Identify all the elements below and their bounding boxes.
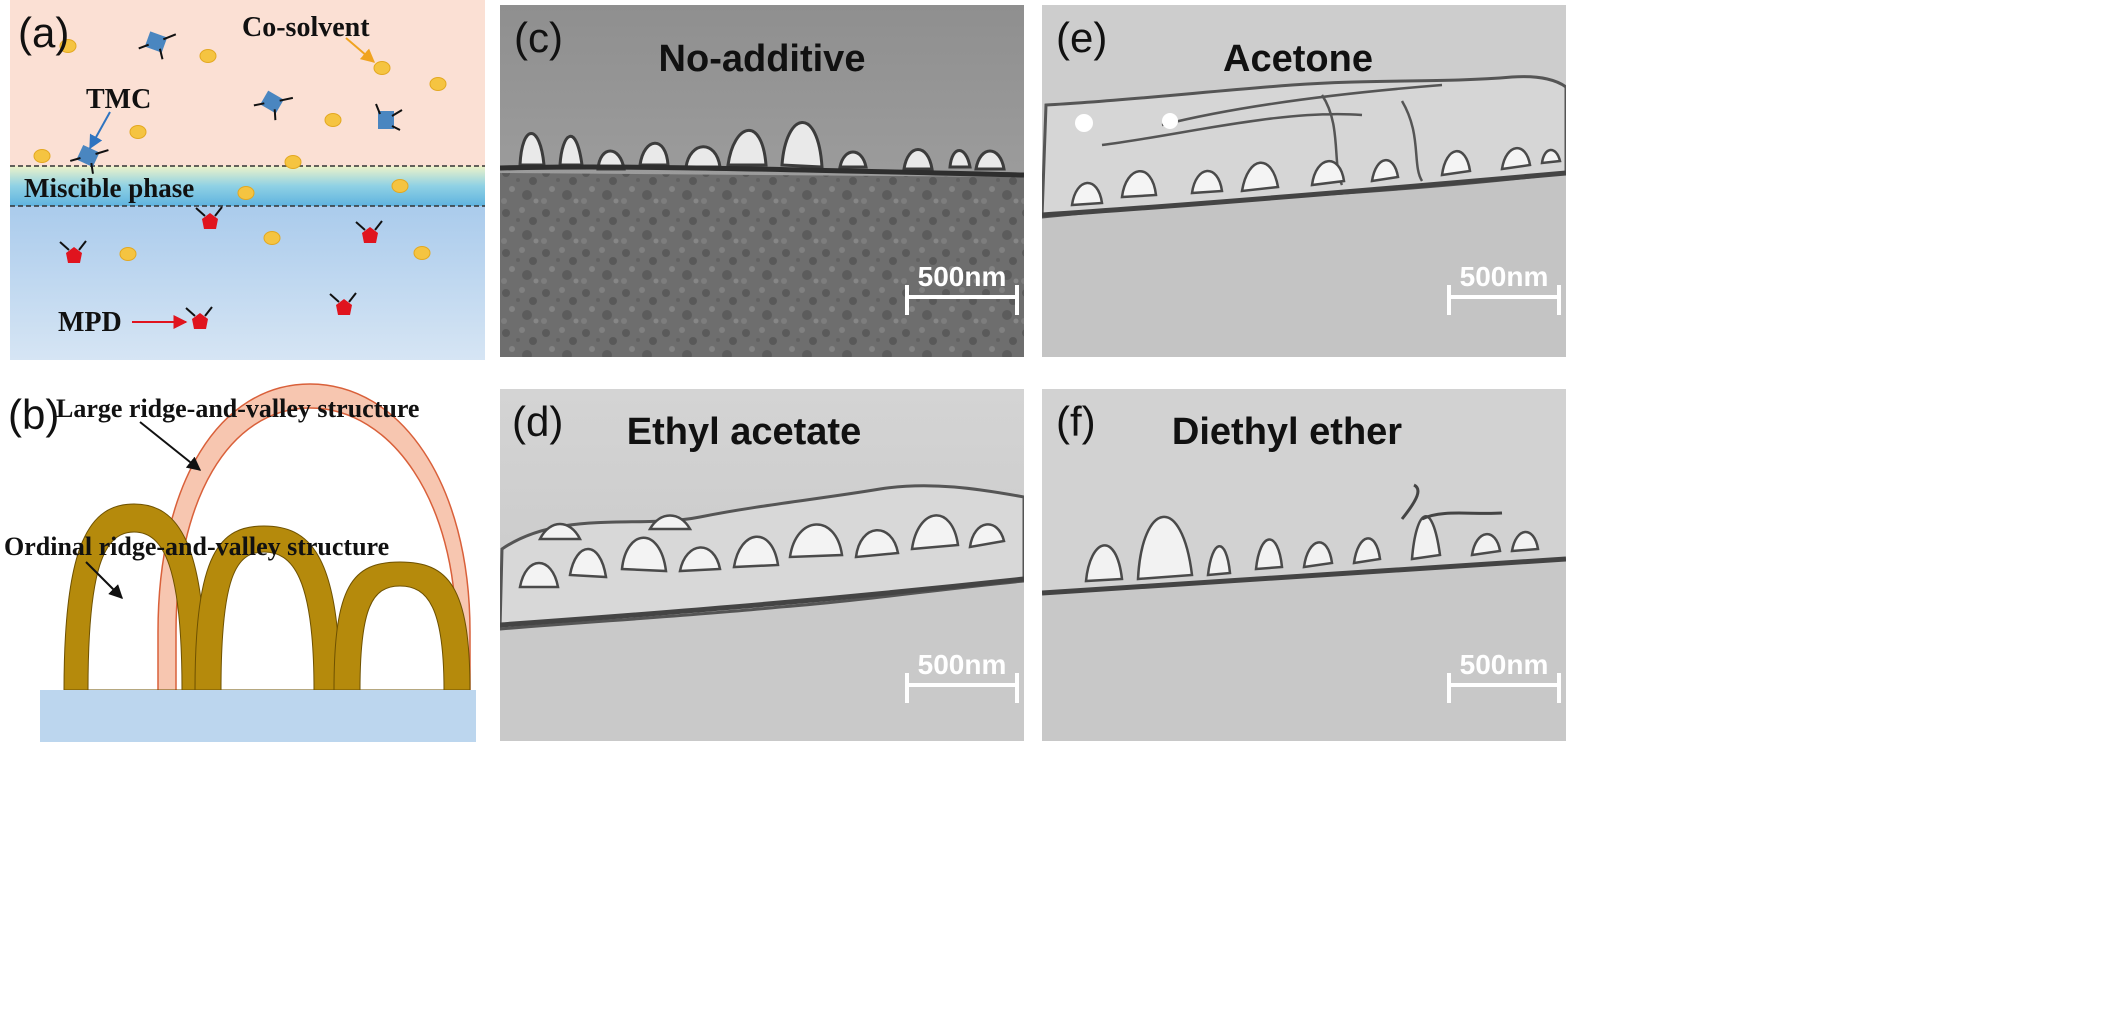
interfacial-polymerization-schematic xyxy=(10,0,485,360)
tmc-arrow xyxy=(89,111,111,150)
aqueous-phase xyxy=(10,206,485,360)
scale-bar-f: 500nm xyxy=(1446,649,1562,703)
large-ridge-arrow xyxy=(139,421,202,471)
panel-f: (f) Diethyl ether 500nm xyxy=(1042,389,1566,741)
panel-c-title: No-additive xyxy=(658,38,866,80)
ordinal-ridges xyxy=(63,503,471,691)
panel-a: (a) Co-solvent TMC Miscible phase MPD xyxy=(10,0,485,360)
scale-bar-label: 500nm xyxy=(1459,649,1549,680)
ordinal-ridge-label: Ordinal ridge-and-valley structure xyxy=(4,532,390,561)
panel-d-title: Ethyl acetate xyxy=(626,411,862,453)
large-ridge-label: Large ridge-and-valley structure xyxy=(56,394,420,423)
panel-f-title: Diethyl ether xyxy=(1171,411,1403,453)
scale-bar-c: 500nm xyxy=(904,261,1020,315)
panel-f-label: (f) xyxy=(1056,398,1096,445)
panel-b-label: (b) xyxy=(8,391,60,438)
cosolvent-molecules xyxy=(33,39,447,261)
panel-d: (d) Ethyl acetate 500nm xyxy=(500,389,1024,741)
ridge-valley-schematic xyxy=(40,383,476,742)
substrate xyxy=(40,690,476,742)
tmc-label: TMC xyxy=(86,84,152,115)
organic-phase xyxy=(10,0,485,166)
tem-image-diethyl-ether xyxy=(1042,389,1566,741)
panel-b: (b) Large ridge-and-valley structure Ord… xyxy=(0,372,495,752)
tmc-molecules xyxy=(69,31,403,174)
panel-c-label: (c) xyxy=(514,14,563,61)
tem-image-ethyl-acetate xyxy=(500,389,1024,741)
scale-bar-e: 500nm xyxy=(1446,261,1562,315)
scale-bar-d: 500nm xyxy=(904,649,1020,703)
scale-bar-label: 500nm xyxy=(917,649,1007,680)
mpd-molecules xyxy=(59,206,383,329)
panel-a-label: (a) xyxy=(18,9,70,56)
mpd-label: MPD xyxy=(58,307,122,338)
cosolvent-label: Co-solvent xyxy=(242,12,370,43)
panel-e: (e) Acetone 500nm xyxy=(1042,5,1566,357)
cosolvent-arrow xyxy=(345,37,376,63)
panel-c: (c) No-additive 500nm xyxy=(500,5,1024,357)
miscible-phase-label: Miscible phase xyxy=(24,173,195,203)
scale-bar-label: 500nm xyxy=(917,261,1007,292)
ordinal-ridge-arrow xyxy=(85,561,123,599)
panel-e-title: Acetone xyxy=(1223,38,1373,80)
panel-e-label: (e) xyxy=(1056,14,1108,61)
scale-bar-label: 500nm xyxy=(1459,261,1549,292)
panel-d-label: (d) xyxy=(512,398,564,445)
